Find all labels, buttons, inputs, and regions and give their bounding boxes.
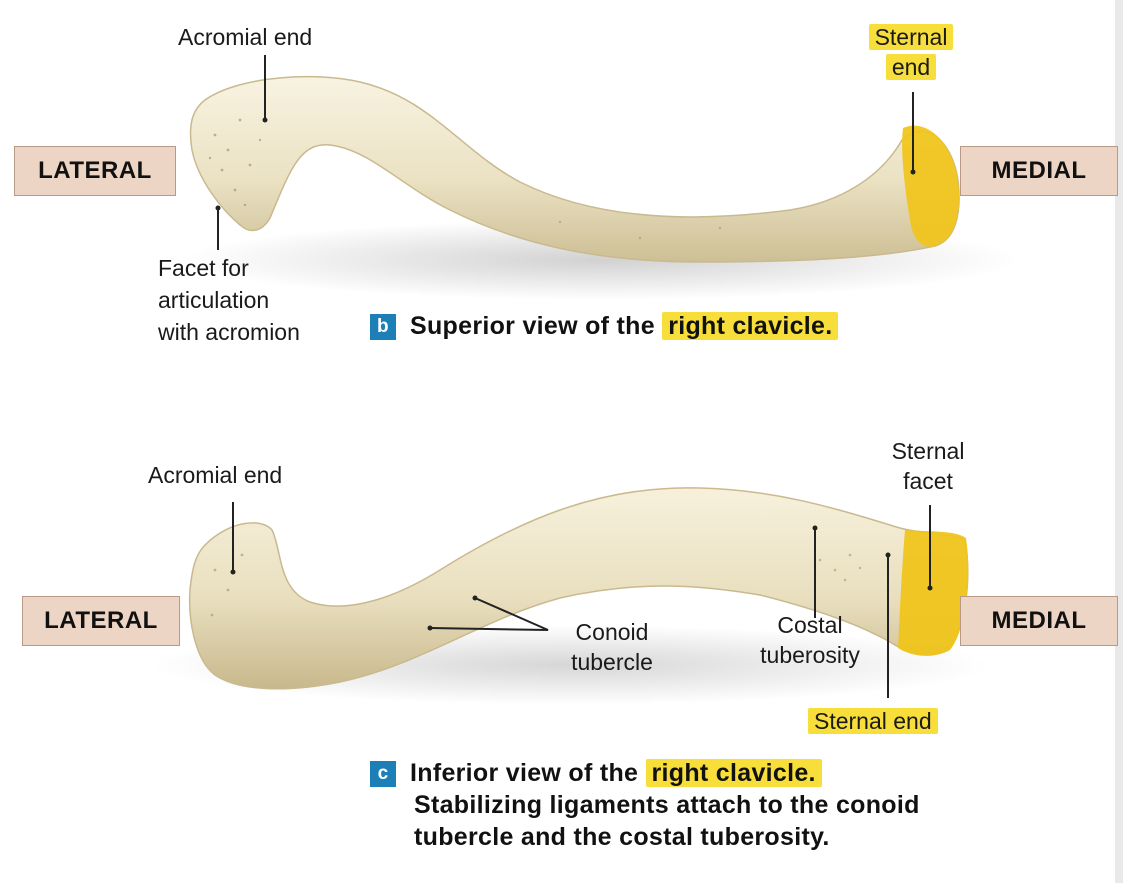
- caption-superior-highlight: right clavicle.: [662, 312, 839, 340]
- superior-clavicle-illustration: [180, 55, 1020, 300]
- lateral-box: LATERAL: [22, 596, 180, 646]
- label-sternal-end: Sternal end: [853, 22, 969, 82]
- label-facet-line1: Facet for: [158, 255, 249, 281]
- label-sternal-end-text: Sternal end: [808, 708, 938, 734]
- label-costal-line2: tuberosity: [760, 642, 860, 668]
- medial-box: MEDIAL: [960, 146, 1118, 196]
- label-facet-line2: articulation: [158, 287, 270, 313]
- caption-inferior-highlight: right clavicle.: [645, 759, 822, 787]
- inferior-clavicle-illustration: [150, 487, 990, 705]
- leader-lines: [232, 502, 931, 698]
- clavicle-bone-superior: [189, 75, 960, 263]
- label-acromial-end: Acromial end: [148, 462, 283, 488]
- panel-superior-view: Acromial end Sternal end LATERAL MEDIAL …: [0, 0, 1123, 420]
- caption-superior-text: Superior view of the: [410, 312, 655, 340]
- label-costal-tuberosity: Costal tuberosity: [740, 610, 880, 670]
- label-sternal-end: Sternal end: [808, 706, 938, 736]
- label-sternal-facet-line2: facet: [903, 468, 953, 494]
- figure-tag-b: b: [370, 314, 396, 340]
- page-edge-strip: [1115, 0, 1123, 883]
- sternal-facet-highlight: [898, 530, 969, 656]
- lateral-box: LATERAL: [14, 146, 176, 196]
- label-acromial-end: Acromial end: [178, 24, 313, 50]
- label-sternal-facet-line1: Sternal: [891, 438, 965, 464]
- caption-inferior: c Inferior view of the right clavicle. St…: [370, 757, 920, 853]
- label-conoid-line2: tubercle: [571, 649, 653, 675]
- figure-tag-c: c: [370, 761, 396, 787]
- label-conoid-line1: Conoid: [575, 619, 649, 645]
- caption-inferior-text: Inferior view of the: [410, 759, 639, 787]
- sternal-end-highlight: [902, 125, 960, 247]
- label-sternal-end-line1: Sternal: [868, 24, 954, 50]
- caption-inferior-line2: Stabilizing ligaments attach to the cono…: [414, 791, 920, 819]
- bone-texture-dots: [208, 118, 722, 240]
- label-sternal-end-line2: end: [885, 54, 937, 80]
- panel-inferior-view: Acromial end Sternal facet LATERAL MEDIA…: [0, 420, 1123, 883]
- caption-inferior-line1: c Inferior view of the right clavicle.: [370, 757, 920, 789]
- caption-inferior-line3: tubercle and the costal tuberosity.: [414, 823, 830, 851]
- leader-lines: [217, 55, 914, 250]
- label-costal-line1: Costal: [777, 612, 843, 638]
- label-sternal-facet: Sternal facet: [868, 436, 988, 496]
- label-facet-line3: with acromion: [158, 319, 300, 345]
- leader-conoid-tubercle: [429, 597, 549, 631]
- caption-superior: b Superior view of the right clavicle.: [370, 310, 839, 342]
- bone-texture-dots: [210, 553, 862, 617]
- medial-box: MEDIAL: [960, 596, 1118, 646]
- label-conoid-tubercle: Conoid tubercle: [552, 617, 672, 677]
